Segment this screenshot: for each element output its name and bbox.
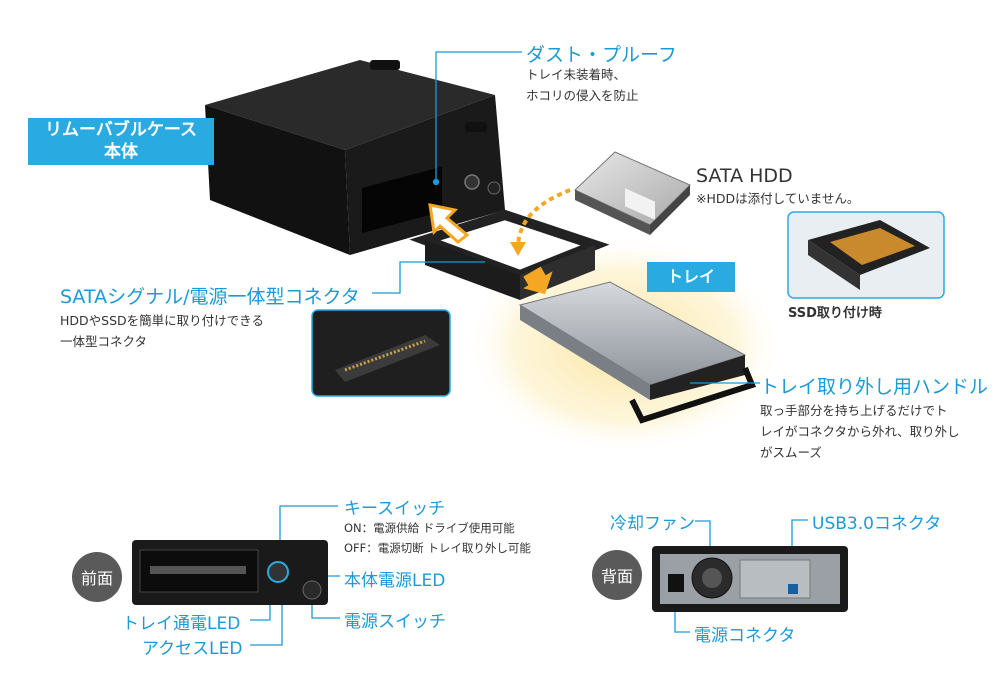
case-label-line2: 本体 (104, 142, 138, 162)
back-device-illustration (652, 546, 848, 612)
case-label-badge: リムーバブルケース 本体 (28, 118, 214, 165)
handle-desc-line1: 取っ手部分を持ち上げるだけでト (760, 403, 948, 418)
dust-proof-desc-line2: ホコリの侵入を防止 (526, 88, 639, 103)
dust-proof-title: ダスト・プルーフ (526, 44, 677, 66)
power-switch-label: 電源スイッチ (344, 612, 446, 632)
handle-desc-line2: レイがコネクタから外れ、取り外し (760, 424, 960, 439)
orange-arrow-down (523, 266, 553, 295)
hdd-illustration (574, 151, 691, 235)
white-arrow-into-case (428, 203, 470, 244)
tray-power-led-label: トレイ通電LED (122, 614, 241, 634)
dust-proof-desc-line1: トレイ未装着時、 (526, 67, 627, 82)
key-switch-on: ON：電源供給 ドライブ使用可能 (344, 521, 515, 535)
body-power-led-label: 本体電源LED (344, 571, 446, 591)
dust-proof-desc: トレイ未装着時、 ホコリの侵入を防止 (526, 64, 639, 106)
case-label-line1: リムーバブルケース (45, 120, 197, 140)
power-connector-label: 電源コネクタ (694, 626, 796, 646)
handle-desc-line3: がスムーズ (760, 445, 822, 460)
connector-photo-inset (311, 309, 451, 397)
connector-desc: HDDやSSDを簡単に取り付けできる 一体型コネクタ (60, 310, 264, 352)
front-device-illustration (132, 540, 328, 605)
connector-desc-line2: 一体型コネクタ (60, 334, 148, 349)
front-badge: 前面 (72, 552, 122, 602)
connector-title: SATAシグナル/電源一体型コネクタ (60, 286, 360, 308)
handle-desc: 取っ手部分を持ち上げるだけでト レイがコネクタから外れ、取り外し がスムーズ (760, 400, 960, 463)
cooling-fan-label: 冷却ファン (610, 514, 695, 534)
back-badge: 背面 (592, 550, 642, 600)
usb-connector-label: USB3.0コネクタ (812, 514, 942, 534)
tray-badge: トレイ (647, 262, 735, 292)
aluminum-tray-illustration (518, 281, 757, 424)
sata-hdd-title: SATA HDD (696, 165, 793, 187)
ssd-inset-illustration (787, 211, 945, 299)
handle-title: トレイ取り外し用ハンドル (760, 376, 989, 398)
connector-desc-line1: HDDやSSDを簡単に取り付けできる (60, 313, 264, 328)
enclosure-illustration (205, 60, 505, 255)
access-led-label: アクセスLED (142, 639, 243, 659)
key-switch-label: キースイッチ (344, 499, 446, 519)
key-switch-off: OFF：電源切断 トレイ取り外し可能 (344, 541, 531, 555)
sata-hdd-note: ※HDDは添付していません。 (696, 191, 860, 206)
ssd-caption: SSD取り付け時 (788, 306, 882, 321)
orange-dotted-arrow (516, 188, 571, 246)
